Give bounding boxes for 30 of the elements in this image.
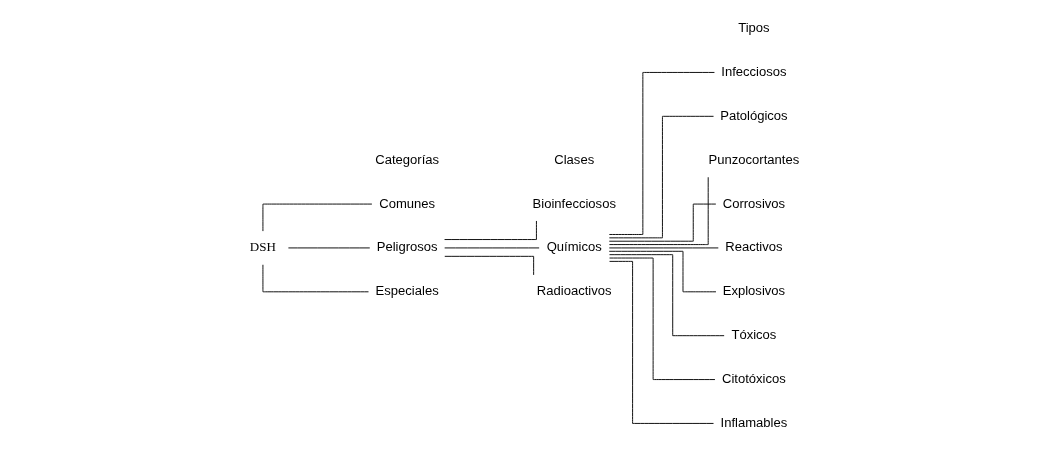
node-text: Explosivos — [722, 283, 786, 299]
node-text: Inflamables — [720, 414, 788, 430]
node-text: Punzocortantes — [708, 151, 800, 167]
node-text: Bioinfecciosos — [532, 195, 616, 211]
node-text: Patológicos — [720, 107, 788, 123]
node-text: Corrosivos — [722, 195, 786, 211]
node-text: Especiales — [375, 283, 439, 299]
connector — [608, 203, 717, 242]
connector — [444, 220, 537, 240]
label: Clases — [554, 151, 595, 167]
node-text: Citotóxicos — [722, 371, 786, 386]
connector — [608, 176, 709, 246]
label: Categorías — [375, 151, 440, 167]
connector — [609, 260, 714, 424]
connector — [609, 257, 716, 380]
connector — [608, 250, 717, 293]
connector — [608, 115, 714, 239]
connector — [609, 254, 725, 337]
node-text: Radioactivos — [536, 283, 612, 299]
node-text: Infecciosos — [721, 63, 787, 79]
node-text: Químicos — [546, 239, 602, 255]
node-text: DSH — [249, 239, 276, 255]
node-text: Tóxicos — [731, 327, 777, 343]
connector — [262, 264, 369, 293]
node-text: Peligrosos — [376, 239, 438, 255]
connector — [608, 72, 715, 235]
node-text: Comunes — [379, 195, 436, 211]
label: Tipos — [738, 20, 770, 36]
node-text: Reactivos — [725, 239, 783, 255]
connector — [444, 255, 535, 276]
